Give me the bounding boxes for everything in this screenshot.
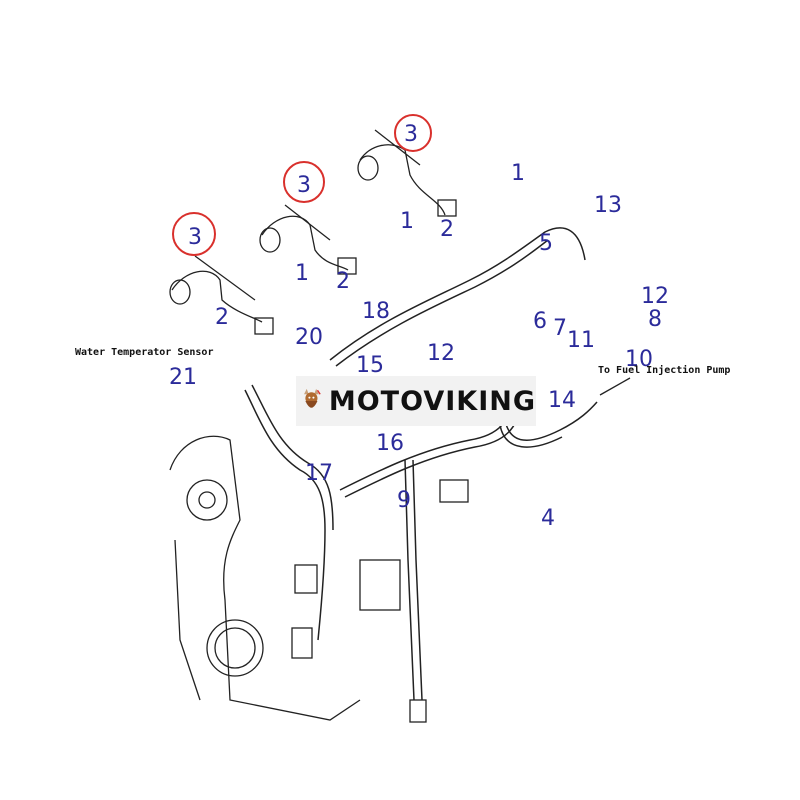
callout-8: 8 [648, 307, 662, 332]
callout-3: 3 [188, 225, 202, 250]
callout-2: 2 [336, 269, 350, 294]
highlight-circle [283, 161, 325, 203]
highlight-circle [394, 114, 432, 152]
callout-5: 5 [539, 231, 553, 256]
callout-2: 2 [440, 217, 454, 242]
callout-16: 16 [376, 431, 404, 456]
callout-12: 12 [427, 341, 455, 366]
brand-name: MOTOVIKING [328, 385, 536, 417]
callout-3: 3 [404, 122, 418, 147]
callout-12: 12 [641, 284, 669, 309]
callout-15: 15 [356, 353, 384, 378]
callout-10: 10 [625, 347, 653, 372]
callout-4: 4 [541, 506, 555, 531]
callout-20: 20 [295, 325, 323, 350]
callout-1: 1 [400, 209, 414, 234]
callout-9: 9 [397, 488, 411, 513]
callout-2: 2 [215, 305, 229, 330]
callout-7: 7 [553, 316, 567, 341]
callout-17: 17 [305, 461, 333, 486]
callout-18: 18 [362, 299, 390, 324]
harness-lines [244, 227, 631, 723]
callout-3: 3 [297, 173, 311, 198]
water-temperature-sensor-note: Water Temperator Sensor [75, 347, 213, 358]
viking-mascot-icon [304, 388, 321, 408]
engine-block [169, 435, 361, 721]
callout-21: 21 [169, 365, 197, 390]
callout-6: 6 [533, 309, 547, 334]
callout-1: 1 [295, 261, 309, 286]
highlight-circle [172, 212, 216, 256]
callout-13: 13 [594, 193, 622, 218]
callout-11: 11 [567, 328, 595, 353]
injector-connectors [169, 129, 457, 335]
watermark-logo: MOTOVIKING [296, 376, 536, 426]
fuel-injection-pump-note: To Fuel Injection Pump [598, 364, 730, 376]
callout-14: 14 [548, 388, 576, 413]
callout-1: 1 [511, 161, 525, 186]
